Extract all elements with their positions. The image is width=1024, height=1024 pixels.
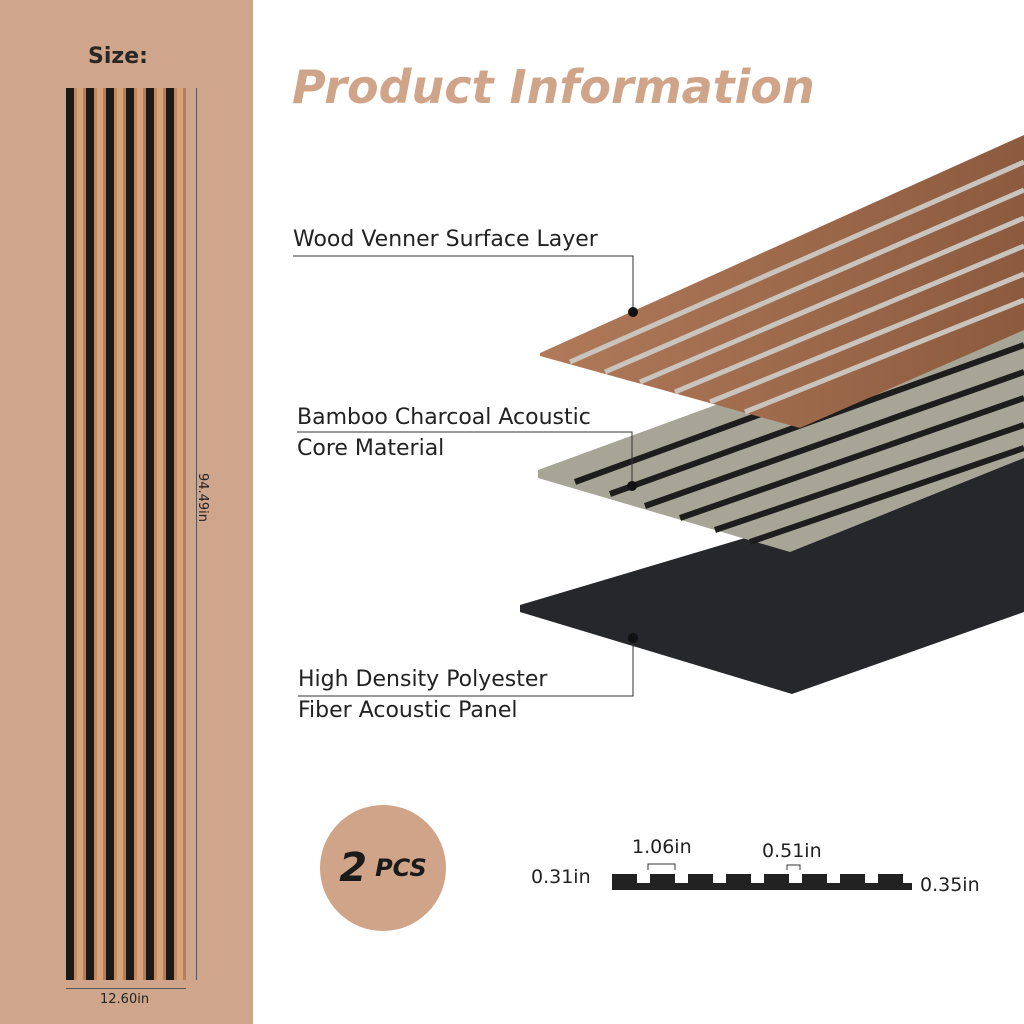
label-wood-layer: Wood Venner Surface Layer xyxy=(293,224,598,255)
label-line: Bamboo Charcoal Acoustic xyxy=(297,405,591,430)
callout-line-1 xyxy=(293,255,634,312)
black-base-layer xyxy=(520,455,1024,694)
callout-dot-1 xyxy=(628,307,638,317)
size-panel: Size: 94.49in 12.60in xyxy=(0,0,253,1024)
wood-veneer-layer xyxy=(540,135,1024,428)
label-line: Wood Venner Surface Layer xyxy=(293,227,598,252)
quantity-unit: PCS xyxy=(375,854,427,882)
label-line: Fiber Acoustic Panel xyxy=(298,698,518,723)
height-dimension-line xyxy=(196,88,197,980)
callout-dot-2 xyxy=(627,481,637,491)
width-label: 12.60in xyxy=(100,992,150,1007)
slat-thickness-label: 0.31in xyxy=(531,866,591,888)
profile-diagram xyxy=(612,863,912,890)
callout-dot-3 xyxy=(628,633,638,643)
panel-front-view xyxy=(66,88,186,980)
size-label: Size: xyxy=(88,44,148,69)
callout-line-2 xyxy=(297,431,633,486)
width-dimension-line xyxy=(66,988,186,989)
page-title: Product Information xyxy=(292,60,815,114)
callout-line-3 xyxy=(298,638,634,697)
label-line: Core Material xyxy=(297,436,445,461)
quantity-number: 2 xyxy=(339,845,368,891)
slat-width-label: 1.06in xyxy=(632,836,692,858)
gap-width-label: 0.51in xyxy=(762,840,822,862)
label-line: High Density Polyester xyxy=(298,667,548,692)
base-thickness-label: 0.35in xyxy=(920,874,980,896)
